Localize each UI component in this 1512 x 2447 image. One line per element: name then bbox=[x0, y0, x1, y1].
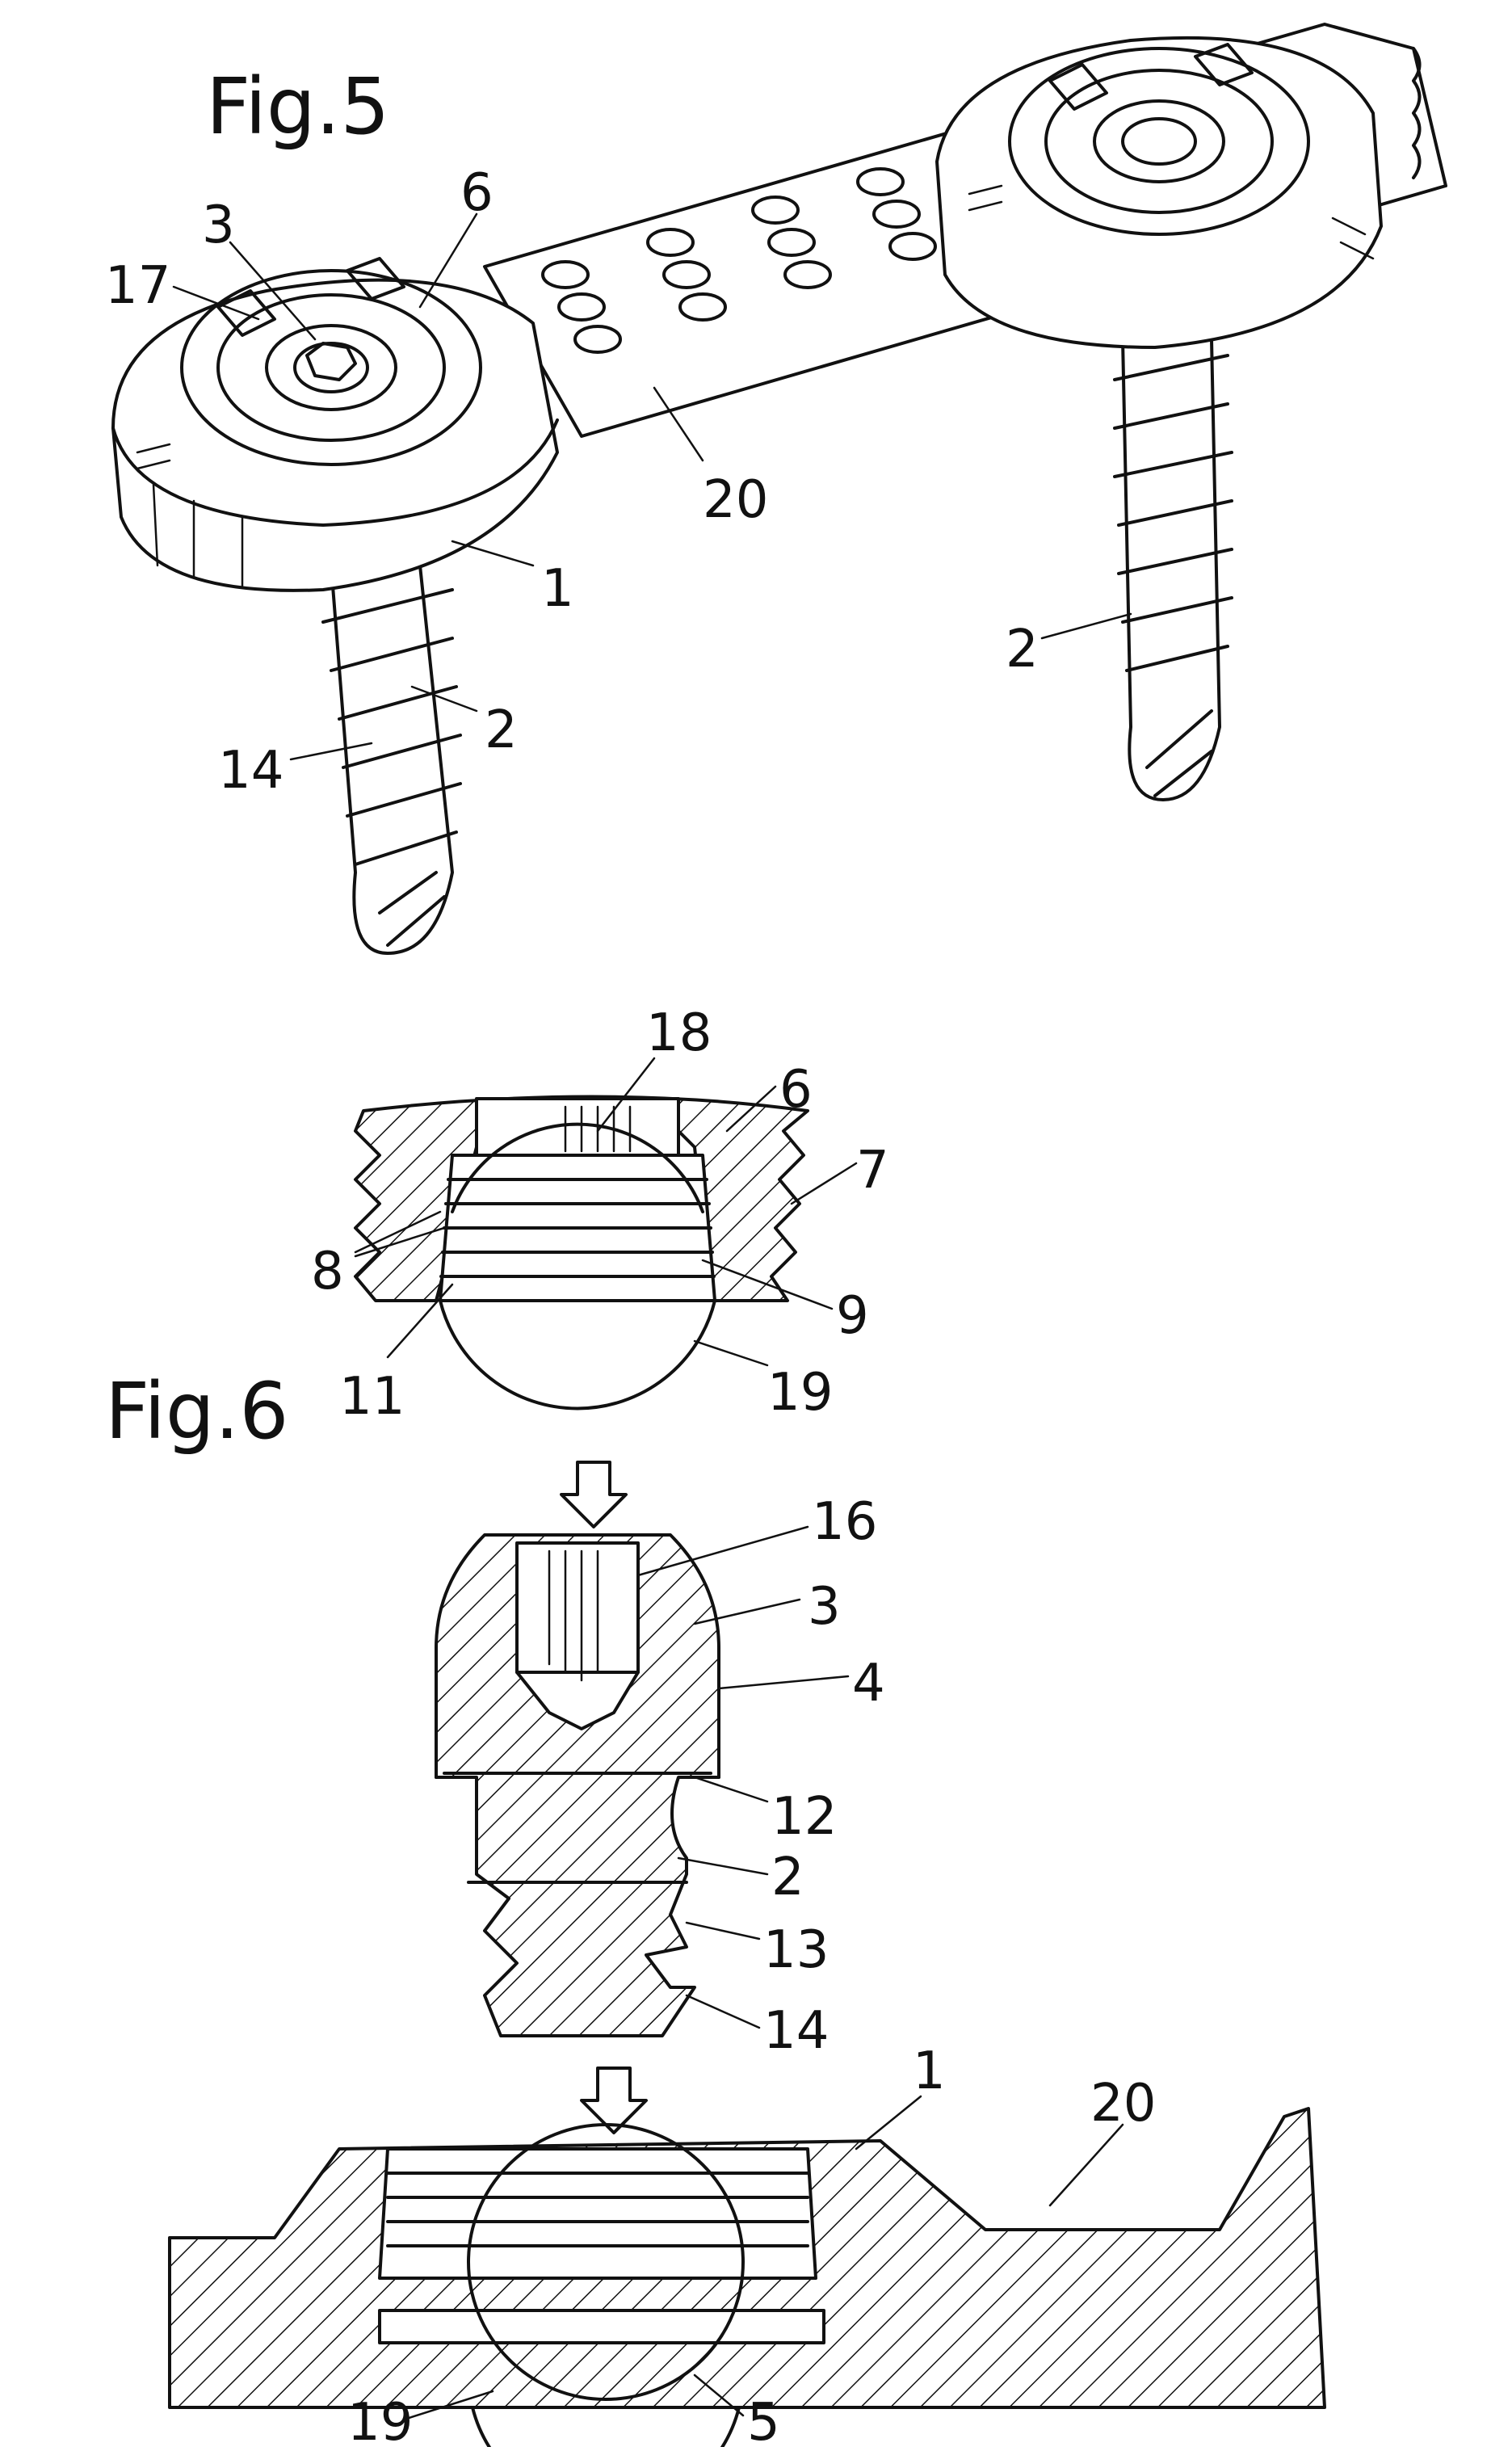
down-arrow-1 bbox=[561, 1462, 626, 1527]
label-16: 16 bbox=[812, 1492, 877, 1552]
label-5: 5 bbox=[747, 2393, 780, 2447]
label-19-top: 19 bbox=[767, 1363, 833, 1423]
label-2-left: 2 bbox=[485, 700, 518, 760]
label-2-fig6: 2 bbox=[771, 1848, 804, 1907]
fig5-title: Fig.5 bbox=[206, 61, 389, 152]
label-11: 11 bbox=[339, 1367, 405, 1427]
label-7: 7 bbox=[856, 1141, 889, 1200]
label-18: 18 bbox=[646, 1003, 712, 1063]
down-arrow-2 bbox=[582, 2068, 646, 2133]
right-bone-screw bbox=[1115, 339, 1232, 800]
label-1: 1 bbox=[541, 559, 574, 619]
label-8: 8 bbox=[311, 1242, 344, 1301]
label-2-right: 2 bbox=[1006, 620, 1039, 679]
label-3: 3 bbox=[202, 196, 235, 255]
fig5-drawing: Fig.5 bbox=[105, 24, 1446, 953]
label-14-fig6: 14 bbox=[763, 2001, 829, 2061]
label-6: 6 bbox=[460, 163, 494, 223]
label-6-fig6: 6 bbox=[779, 1060, 813, 1120]
fig6-drawing: Fig.6 bbox=[105, 1003, 1325, 2447]
label-19-bottom: 19 bbox=[347, 2393, 413, 2447]
label-12: 12 bbox=[771, 1787, 837, 1847]
label-14: 14 bbox=[218, 741, 284, 801]
label-13: 13 bbox=[763, 1920, 829, 1980]
label-3-fig6: 3 bbox=[808, 1577, 841, 1637]
label-20: 20 bbox=[703, 470, 768, 530]
label-1-fig6: 1 bbox=[913, 2041, 946, 2101]
label-9: 9 bbox=[836, 1286, 869, 1346]
threaded-insert-6 bbox=[355, 1097, 808, 1409]
label-4: 4 bbox=[852, 1654, 885, 1713]
right-plate-eye bbox=[937, 38, 1381, 347]
left-bone-screw bbox=[323, 566, 460, 953]
label-20-fig6: 20 bbox=[1090, 2074, 1156, 2134]
fig6-title: Fig.6 bbox=[105, 1366, 288, 1457]
label-17: 17 bbox=[105, 256, 170, 316]
left-plate-eye-1 bbox=[113, 259, 557, 591]
screw-head-3 bbox=[436, 1535, 719, 2036]
